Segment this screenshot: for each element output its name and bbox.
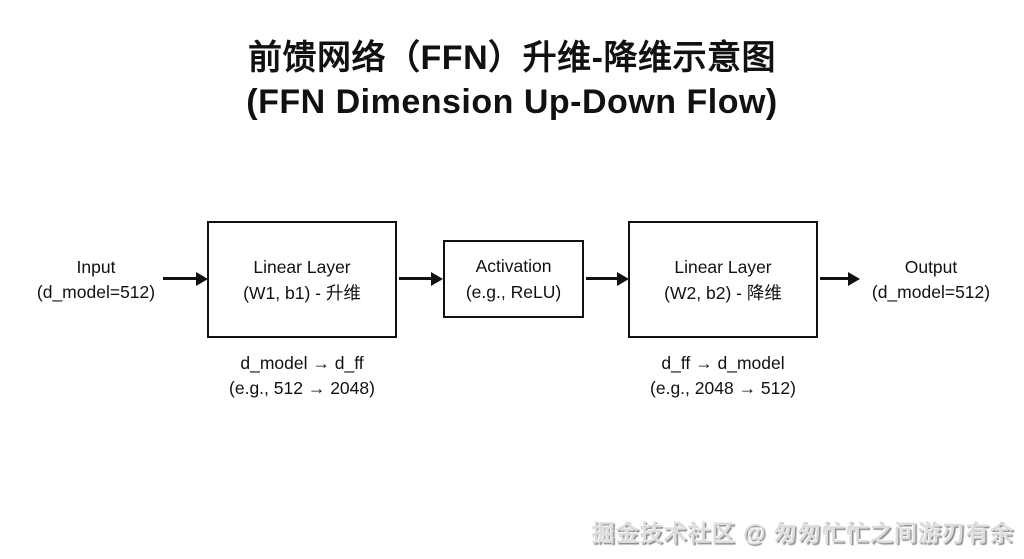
- flow-arrow-activation-to-linear2: [586, 271, 629, 286]
- flow-arrow-input-to-linear1: [163, 271, 208, 286]
- flow-arrow-linear2-to-output: [820, 271, 860, 286]
- input-label-name: Input: [76, 257, 116, 277]
- input-label: Input (d_model=512): [12, 255, 180, 305]
- linear-layer-1-box: Linear Layer (W1, b1) - 升维: [207, 221, 397, 338]
- diagram-title: 前馈网络（FFN）升维-降维示意图 (FFN Dimension Up-Down…: [0, 36, 1024, 124]
- input-label-dim: (d_model=512): [36, 282, 156, 302]
- flow-arrow-linear1-to-activation: [399, 271, 443, 286]
- linear1-dim-example: (e.g., 512 → 2048): [229, 378, 375, 398]
- linear1-dimension-annotation: d_model → d_ff (e.g., 512 → 2048): [182, 351, 422, 401]
- linear1-dim-mapping: d_model → d_ff: [240, 353, 364, 373]
- linear2-dim-mapping: d_ff → d_model: [661, 353, 785, 373]
- watermark-text: 掘金技术社区 @ 匆匆忙忙之间游刃有余: [591, 520, 1014, 546]
- linear2-dimension-annotation: d_ff → d_model (e.g., 2048 → 512): [603, 351, 843, 401]
- activation-box: Activation (e.g., ReLU): [443, 240, 584, 318]
- linear-layer-2-title: Linear Layer: [674, 256, 772, 277]
- linear2-dim-example: (e.g., 2048 → 512): [650, 378, 796, 398]
- linear-layer-2-box: Linear Layer (W2, b2) - 降维: [628, 221, 818, 338]
- linear-layer-1-subtitle: (W1, b1) - 升维: [243, 282, 361, 303]
- activation-subtitle: (e.g., ReLU): [465, 282, 562, 302]
- linear-layer-2-subtitle: (W2, b2) - 降维: [664, 282, 782, 303]
- diagram-title-en: (FFN Dimension Up-Down Flow): [246, 83, 778, 121]
- output-label-name: Output: [904, 257, 958, 277]
- output-label: Output (d_model=512): [845, 255, 1017, 305]
- output-label-dim: (d_model=512): [871, 282, 991, 302]
- linear-layer-1-title: Linear Layer: [253, 256, 351, 277]
- diagram-title-cn: 前馈网络（FFN）升维-降维示意图: [248, 39, 776, 77]
- activation-title: Activation: [475, 256, 552, 276]
